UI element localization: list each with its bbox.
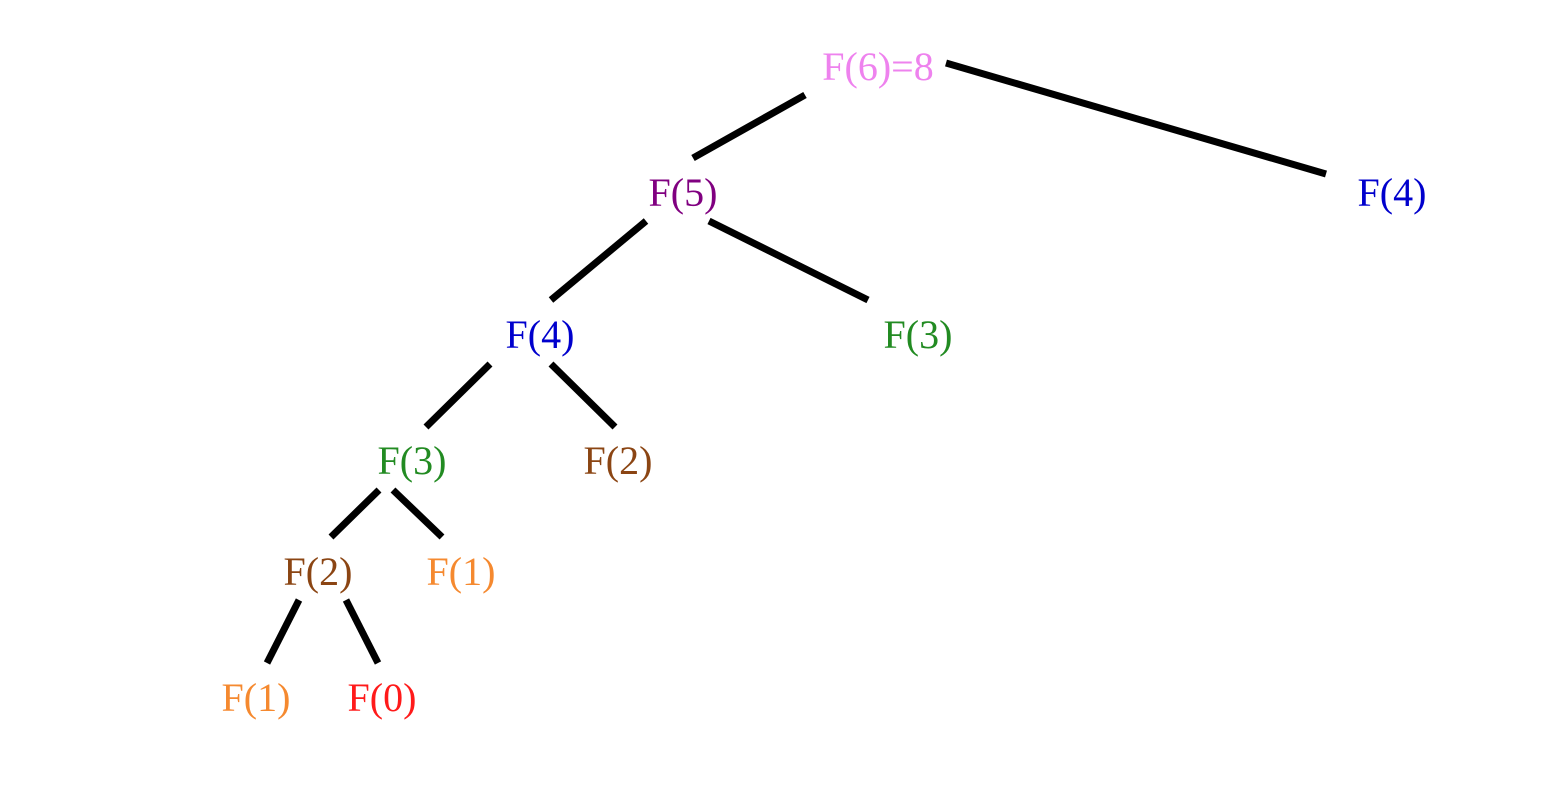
node-f4-left: F(4) — [505, 312, 575, 357]
node-f1-left: F(1) — [221, 675, 291, 720]
edge-f5-f4-left — [548, 218, 649, 303]
edge-f3-f2-left — [328, 487, 382, 540]
node-f0: F(0) — [347, 675, 417, 720]
edge-f5-f3-right — [707, 217, 870, 304]
edge-f6-f5 — [691, 91, 807, 162]
edge-f6-f4-right — [945, 59, 1327, 178]
edge-f2-f0 — [342, 598, 382, 665]
edge-f2-f1-left — [263, 598, 303, 665]
node-f5: F(5) — [648, 170, 718, 215]
edge-f3-f1-right — [390, 487, 445, 540]
node-f2-right: F(2) — [583, 438, 653, 483]
node-f4-right: F(4) — [1357, 170, 1427, 215]
node-f3-right: F(3) — [883, 312, 953, 357]
node-f6-root: F(6)=8 — [822, 44, 934, 89]
edge-f4-f3-left — [423, 361, 493, 430]
node-f1-right: F(1) — [426, 549, 496, 594]
node-f3-left: F(3) — [377, 438, 447, 483]
edge-f4-f2-right — [548, 361, 618, 430]
node-f2-left: F(2) — [283, 549, 353, 594]
